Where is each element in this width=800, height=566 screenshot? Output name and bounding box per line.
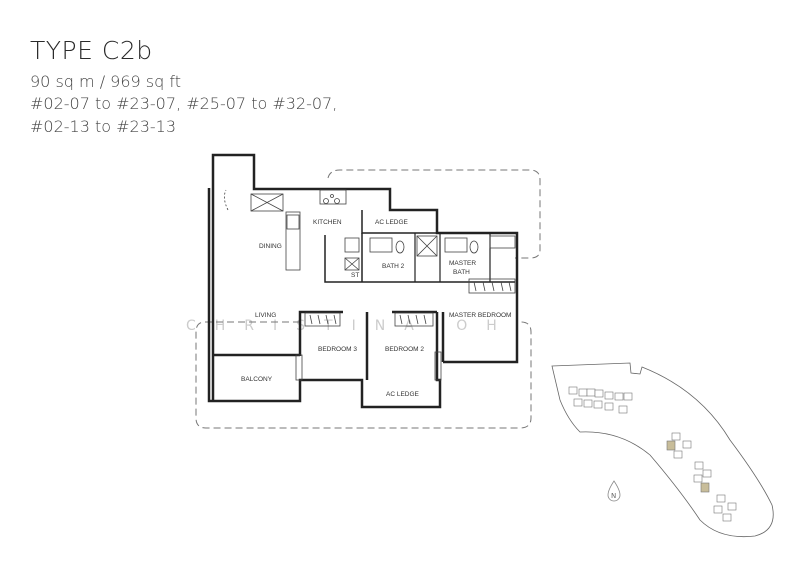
room-label-dining: DINING: [259, 243, 282, 250]
room-label-master-bath-2: BATH: [453, 269, 470, 276]
room-label-bedroom-3: BEDROOM 3: [318, 346, 357, 353]
site-blocks: [568, 386, 737, 522]
room-label-master-bedroom: MASTER BEDROOM: [449, 312, 511, 319]
room-label-living: LIVING: [255, 312, 276, 319]
room-label-ac-ledge-top: AC LEDGE: [375, 219, 409, 226]
north-label: N: [611, 492, 616, 500]
room-label-bedroom-2: BEDROOM 2: [385, 346, 424, 353]
fixtures: [224, 189, 516, 381]
room-label-bath-2: BATH 2: [382, 263, 405, 270]
ledge-outlines: [195, 169, 541, 429]
unit-area: 90 sq m / 969 sq ft: [30, 72, 181, 91]
walls: [207, 153, 519, 409]
site-plan: N: [551, 362, 774, 538]
room-label-master-bath-1: MASTER: [449, 260, 476, 267]
room-label-store: ST: [351, 272, 359, 279]
room-label-balcony: BALCONY: [241, 376, 273, 383]
unit-numbers-line-2: #02-13 to #23-13: [30, 117, 177, 136]
north-icon: N: [607, 480, 621, 502]
highlighted-block: [666, 440, 676, 451]
room-label-kitchen: KITCHEN: [313, 219, 342, 226]
watermark: CHRISTINA OH: [186, 318, 516, 334]
unit-numbers-line-1: #02-07 to #23-07, #25-07 to #32-07,: [30, 94, 338, 113]
unit-type-title: TYPE C2b: [30, 36, 153, 65]
room-label-ac-ledge-bottom: AC LEDGE: [386, 391, 420, 398]
highlighted-block: [700, 482, 710, 493]
